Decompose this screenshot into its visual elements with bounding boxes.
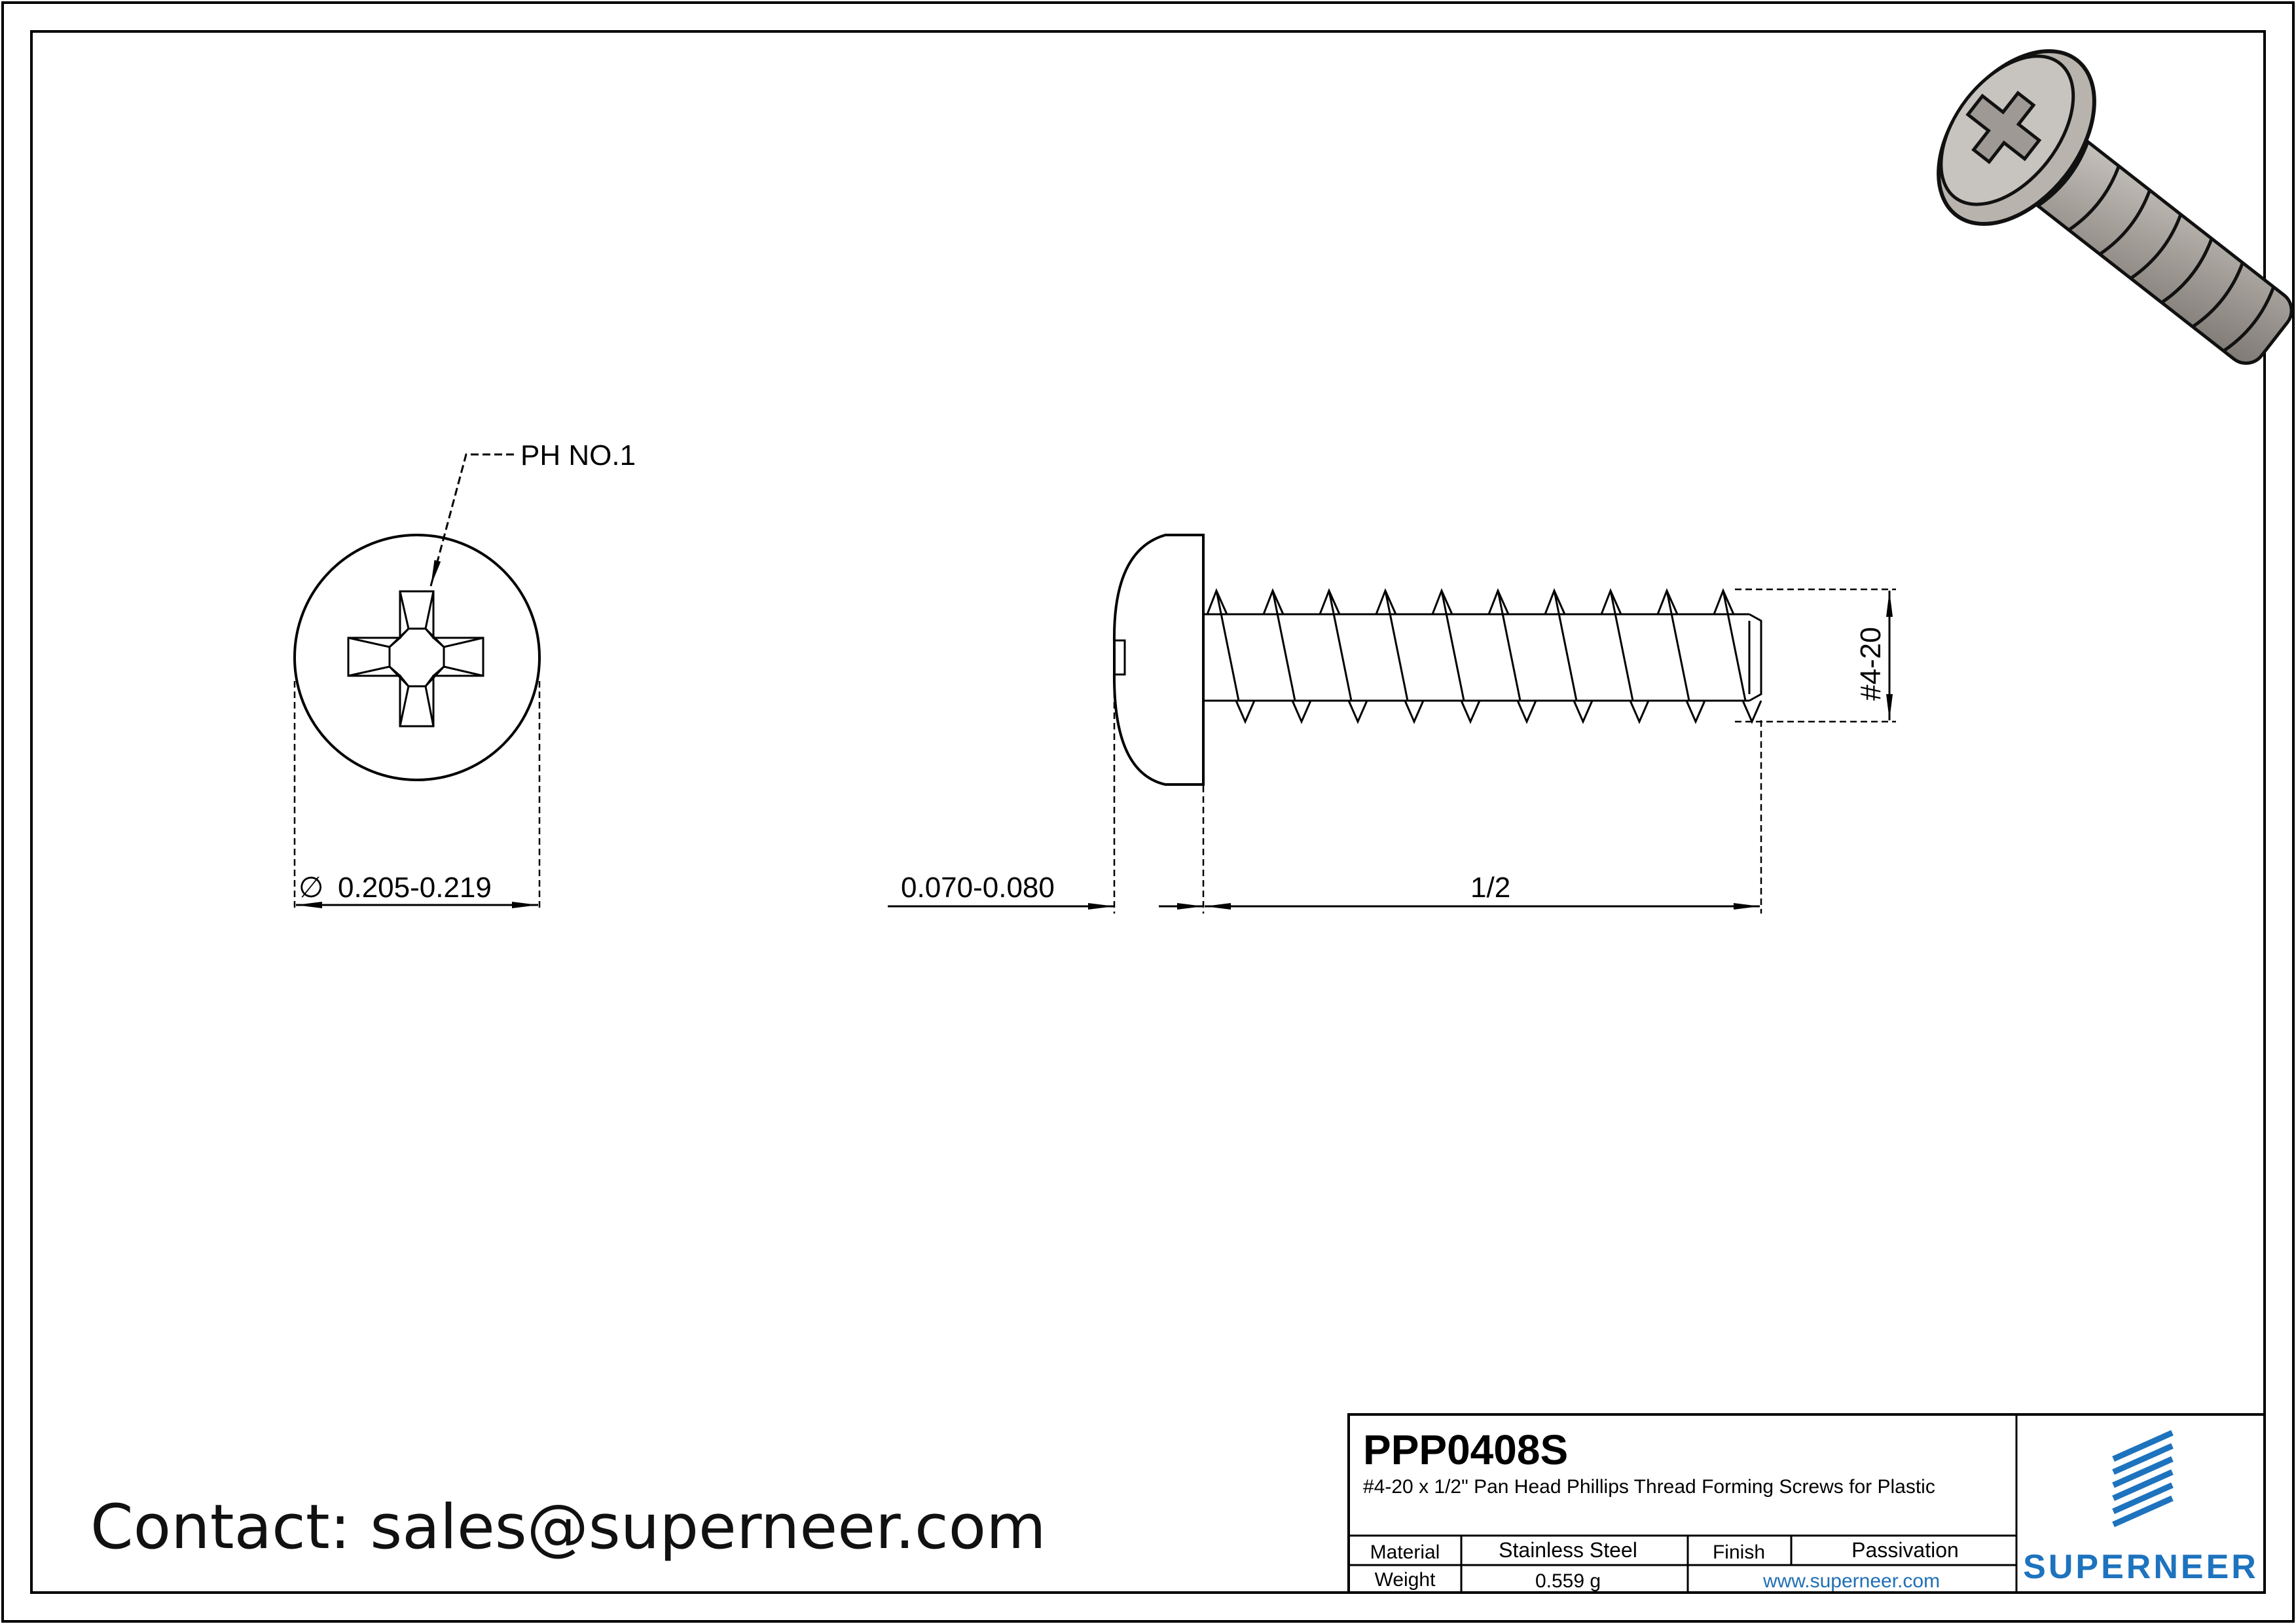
thread-size-value: #4-20 (1855, 627, 1887, 701)
phillips-recess-icon (347, 590, 484, 728)
inner-frame (30, 30, 2266, 1594)
thread-crest (1375, 588, 1425, 724)
thread-crest (1431, 588, 1481, 724)
length-value: 1/2 (1470, 872, 1510, 904)
screw-tip (1748, 613, 1762, 702)
contact-text: Contact: sales@superneer.com (90, 1492, 1046, 1563)
diameter-symbol: ∅ (299, 872, 323, 904)
website-link[interactable]: www.superneer.com (1762, 1570, 1940, 1592)
part-number: PPP0408S (1363, 1426, 1568, 1473)
superneer-logo-icon (2112, 1430, 2174, 1528)
thread-crest (1713, 588, 1762, 724)
thread-crest (1262, 588, 1312, 724)
material-value: Stainless Steel (1499, 1538, 1637, 1562)
drive-label: PH NO.1 (520, 439, 636, 471)
threads (1206, 588, 1762, 724)
finish-label: Finish (1713, 1541, 1765, 1563)
head-height-value: 0.070-0.080 (901, 872, 1055, 904)
weight-value: 0.559 g (1535, 1570, 1601, 1592)
diameter-value: 0.205-0.219 (338, 872, 492, 904)
brand-name: SUPERNEER (2023, 1548, 2259, 1586)
material-label: Material (1370, 1541, 1440, 1563)
pan-head (1112, 534, 1205, 786)
weight-label: Weight (1375, 1569, 1436, 1591)
finish-value: Passivation (1851, 1538, 1959, 1562)
thread-crest (1206, 588, 1256, 724)
thread-crest (1656, 588, 1706, 724)
head-view: PH NO.1 ∅ 0.205-0.219 (293, 439, 636, 912)
side-view: 0.070-0.080 1/2 #4-20 (888, 534, 1896, 913)
thread-crest (1600, 588, 1650, 724)
head-outline (293, 534, 541, 781)
thread-crest (1544, 588, 1594, 724)
head-slot (1114, 639, 1126, 676)
thread-crest (1319, 588, 1368, 724)
screw-3d-icon (1937, 49, 2293, 365)
title-block: PPP0408S #4-20 x 1/2" Pan Head Phillips … (1347, 1413, 2266, 1594)
thread-crest (1487, 588, 1537, 724)
part-description: #4-20 x 1/2" Pan Head Phillips Thread Fo… (1363, 1476, 1935, 1498)
drive-leader (429, 453, 514, 587)
